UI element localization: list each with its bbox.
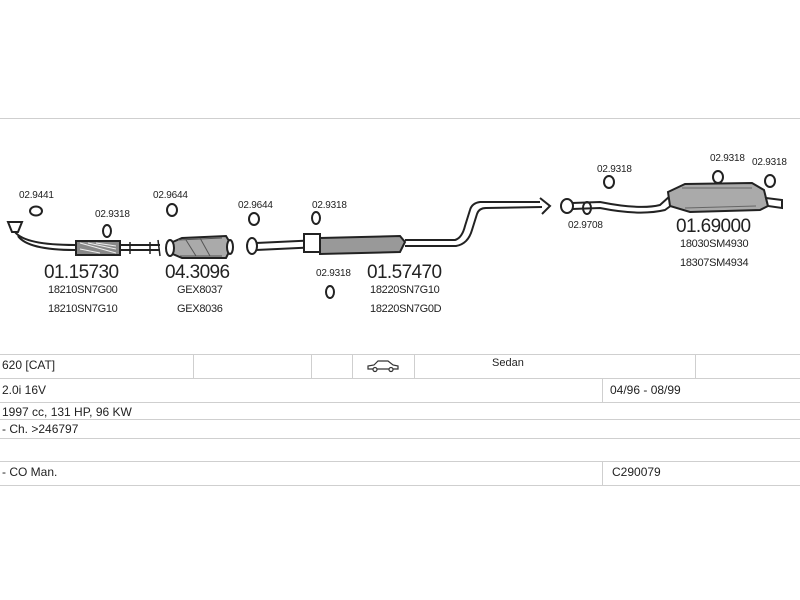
clamp-number[interactable]: 02.9708 xyxy=(568,220,603,231)
table-rule xyxy=(0,485,800,486)
table-rule xyxy=(0,419,800,420)
clamp-number[interactable]: 02.9318 xyxy=(597,164,632,175)
clamp-number[interactable]: 02.9318 xyxy=(95,209,130,220)
clamp-ring xyxy=(29,205,43,217)
table-rule xyxy=(0,378,800,379)
catalytic-converter-drawing xyxy=(165,234,234,259)
oem-number: 18307SM4934 xyxy=(680,257,749,269)
table-rule xyxy=(0,461,800,462)
middle-pipe-drawing xyxy=(246,197,552,256)
clamp-number[interactable]: 02.9318 xyxy=(752,157,787,168)
oem-number: GEX8036 xyxy=(177,303,223,315)
exhaust-parts-drawing xyxy=(6,170,783,299)
production-years: 04/96 - 08/99 xyxy=(610,383,681,397)
engine-specs: 1997 cc, 131 HP, 96 KW xyxy=(2,405,132,419)
clamp-number[interactable]: 02.9318 xyxy=(312,200,347,211)
diagram-top-rule xyxy=(0,118,800,119)
part-number[interactable]: 01.69000 xyxy=(676,216,751,237)
body-type: Sedan xyxy=(492,357,524,369)
engine: 2.0i 16V xyxy=(2,383,47,397)
clamp-number[interactable]: 02.9318 xyxy=(316,268,351,279)
oem-number: GEX8037 xyxy=(177,284,223,296)
clamp-number[interactable]: 02.9644 xyxy=(238,200,273,211)
clamp-number[interactable]: 02.9644 xyxy=(153,190,188,201)
vehicle-model: 620 [CAT] xyxy=(2,358,56,372)
catalog-code[interactable]: C290079 xyxy=(612,465,661,479)
clamp-ring xyxy=(102,224,112,238)
oem-number: 18220SN7G0D xyxy=(370,303,442,315)
front-pipe-drawing xyxy=(6,221,161,257)
part-number[interactable]: 01.57470 xyxy=(367,262,442,283)
clamp-number[interactable]: 02.9318 xyxy=(710,153,745,164)
clamp-number[interactable]: 02.9441 xyxy=(19,190,54,201)
part-number[interactable]: 01.15730 xyxy=(44,262,119,283)
rear-muffler-drawing xyxy=(560,181,783,214)
oem-number: 18030SM4930 xyxy=(680,238,749,250)
oem-number: 18210SN7G00 xyxy=(48,284,118,296)
oem-number: 18210SN7G10 xyxy=(48,303,118,315)
table-rule xyxy=(0,438,800,439)
table-rule xyxy=(0,354,800,355)
part-number[interactable]: 04.3096 xyxy=(165,262,230,283)
oem-number: 18220SN7G10 xyxy=(370,284,440,296)
chassis-number: - Ch. >246797 xyxy=(2,422,79,436)
transmission: - CO Man. xyxy=(2,465,58,479)
sedan-car-icon xyxy=(367,360,399,373)
table-rule xyxy=(0,402,800,403)
